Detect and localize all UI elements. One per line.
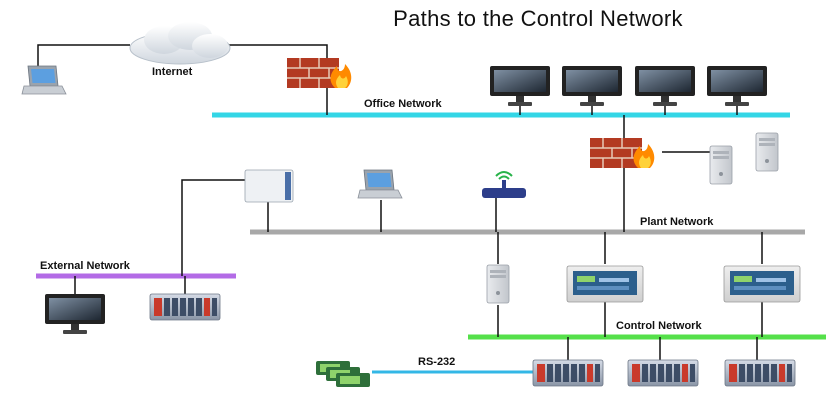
control-network-label: Control Network — [616, 320, 702, 332]
server-tower-icon — [755, 132, 779, 172]
monitor-icon — [635, 66, 695, 106]
plant-network-label: Plant Network — [640, 216, 714, 228]
hmi-panel-icon — [723, 265, 801, 303]
plc-rack-icon — [532, 359, 604, 387]
laptop-icon — [21, 65, 67, 95]
plc-rack-icon — [724, 359, 796, 387]
diagram-title: Paths to the Control Network — [393, 6, 683, 31]
laptop-icon — [357, 169, 403, 199]
cloud-icon — [129, 22, 231, 65]
internet-label: Internet — [152, 66, 193, 78]
hmi-panel-icon — [566, 265, 644, 303]
plc-rack-icon — [627, 359, 699, 387]
wall-router-icon — [244, 169, 294, 203]
plc-rack-icon — [149, 293, 221, 321]
rs232-label: RS-232 — [418, 356, 456, 368]
server-tower-icon — [709, 145, 733, 185]
firewall-icon — [286, 57, 353, 89]
firewall-icon — [589, 137, 656, 169]
monitor-icon — [707, 66, 767, 106]
handheld-device-icon — [316, 361, 370, 387]
monitor-icon — [45, 294, 105, 334]
server-tower-icon — [486, 264, 510, 304]
monitor-icon — [490, 66, 550, 106]
office-network-label: Office Network — [364, 98, 442, 110]
external-network-label: External Network — [40, 260, 130, 272]
monitor-icon — [562, 66, 622, 106]
wireless-router-icon — [482, 171, 526, 198]
